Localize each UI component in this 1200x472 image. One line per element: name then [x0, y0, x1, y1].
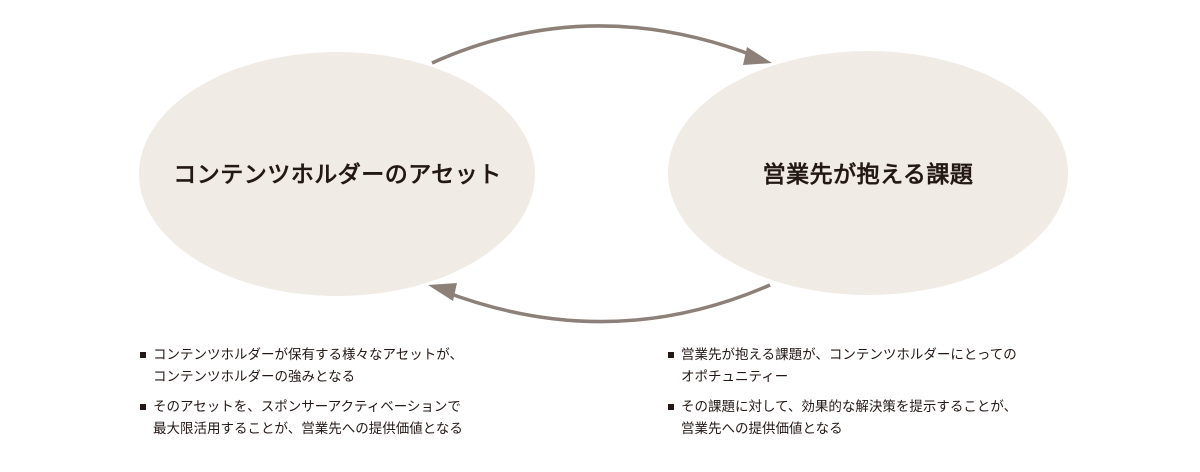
issue-ellipse	[668, 51, 1068, 295]
square-bullet-icon	[668, 404, 674, 410]
bullet-line: コンテンツホルダーの強みとなる	[153, 369, 356, 385]
bullet-item: そのアセットを、スポンサーアクティベーションで 最大限活用することが、営業先への…	[138, 396, 558, 440]
issue-label: 営業先が抱える課題	[762, 162, 974, 188]
top-arrowhead-icon	[743, 47, 772, 65]
bullet-item: コンテンツホルダーが保有する様々なアセットが、 コンテンツホルダーの強みとなる	[138, 344, 558, 388]
bottom-arrowhead-icon	[428, 283, 457, 301]
asset-ellipse	[139, 52, 535, 296]
bullet-line: そのアセットを、スポンサーアクティベーションで	[153, 399, 461, 415]
bullet-line: 営業先への提供価値となる	[681, 421, 843, 437]
bullet-item: 営業先が抱える課題が、コンテンツホルダーにとっての オポチュニティー	[666, 344, 1096, 388]
issue-bullet-list: 営業先が抱える課題が、コンテンツホルダーにとっての オポチュニティー その課題に…	[666, 344, 1096, 448]
bullet-line: その課題に対して、効果的な解決策を提示することが、	[681, 399, 1018, 415]
bullet-line: コンテンツホルダーが保有する様々なアセットが、	[153, 347, 463, 363]
square-bullet-icon	[140, 352, 146, 358]
asset-label: コンテンツホルダーのアセット	[173, 162, 502, 188]
bottom-arrow	[442, 283, 771, 324]
bullet-item: その課題に対して、効果的な解決策を提示することが、 営業先への提供価値となる	[666, 396, 1096, 440]
bullet-line: 最大限活用することが、営業先への提供価値となる	[153, 421, 463, 437]
square-bullet-icon	[140, 404, 146, 410]
bullet-line: 営業先が抱える課題が、コンテンツホルダーにとっての	[681, 347, 1017, 363]
square-bullet-icon	[668, 352, 674, 358]
top-arrow	[431, 24, 758, 65]
bullet-line: オポチュニティー	[681, 369, 789, 385]
asset-bullet-list: コンテンツホルダーが保有する様々なアセットが、 コンテンツホルダーの強みとなる …	[138, 344, 558, 448]
